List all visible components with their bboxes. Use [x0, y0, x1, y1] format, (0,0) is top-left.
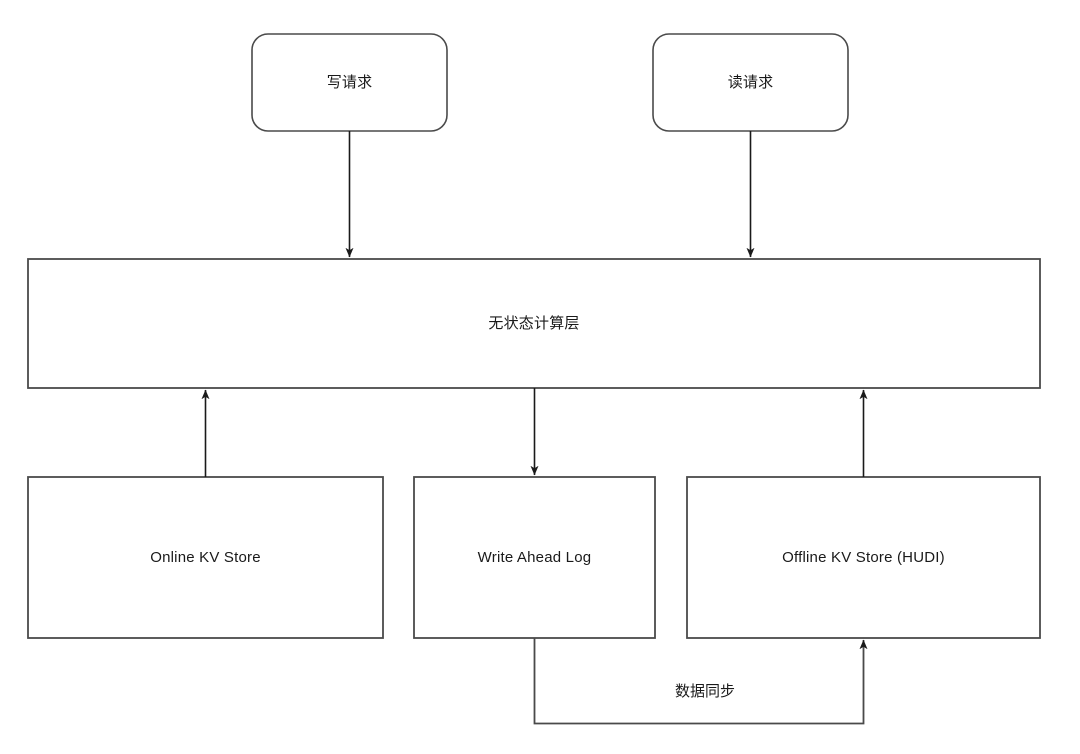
node-shape-write-ahead-log[interactable] — [413, 476, 656, 639]
node-shape-read-request[interactable] — [652, 33, 849, 132]
edge-wal-to-offline-kv — [533, 638, 868, 725]
node-shape-offline-kv-store[interactable] — [686, 476, 1041, 639]
node-shape-stateless-compute-layer[interactable] — [27, 258, 1041, 389]
node-shape-write-request[interactable] — [251, 33, 448, 132]
node-shape-online-kv-store[interactable] — [27, 476, 384, 639]
